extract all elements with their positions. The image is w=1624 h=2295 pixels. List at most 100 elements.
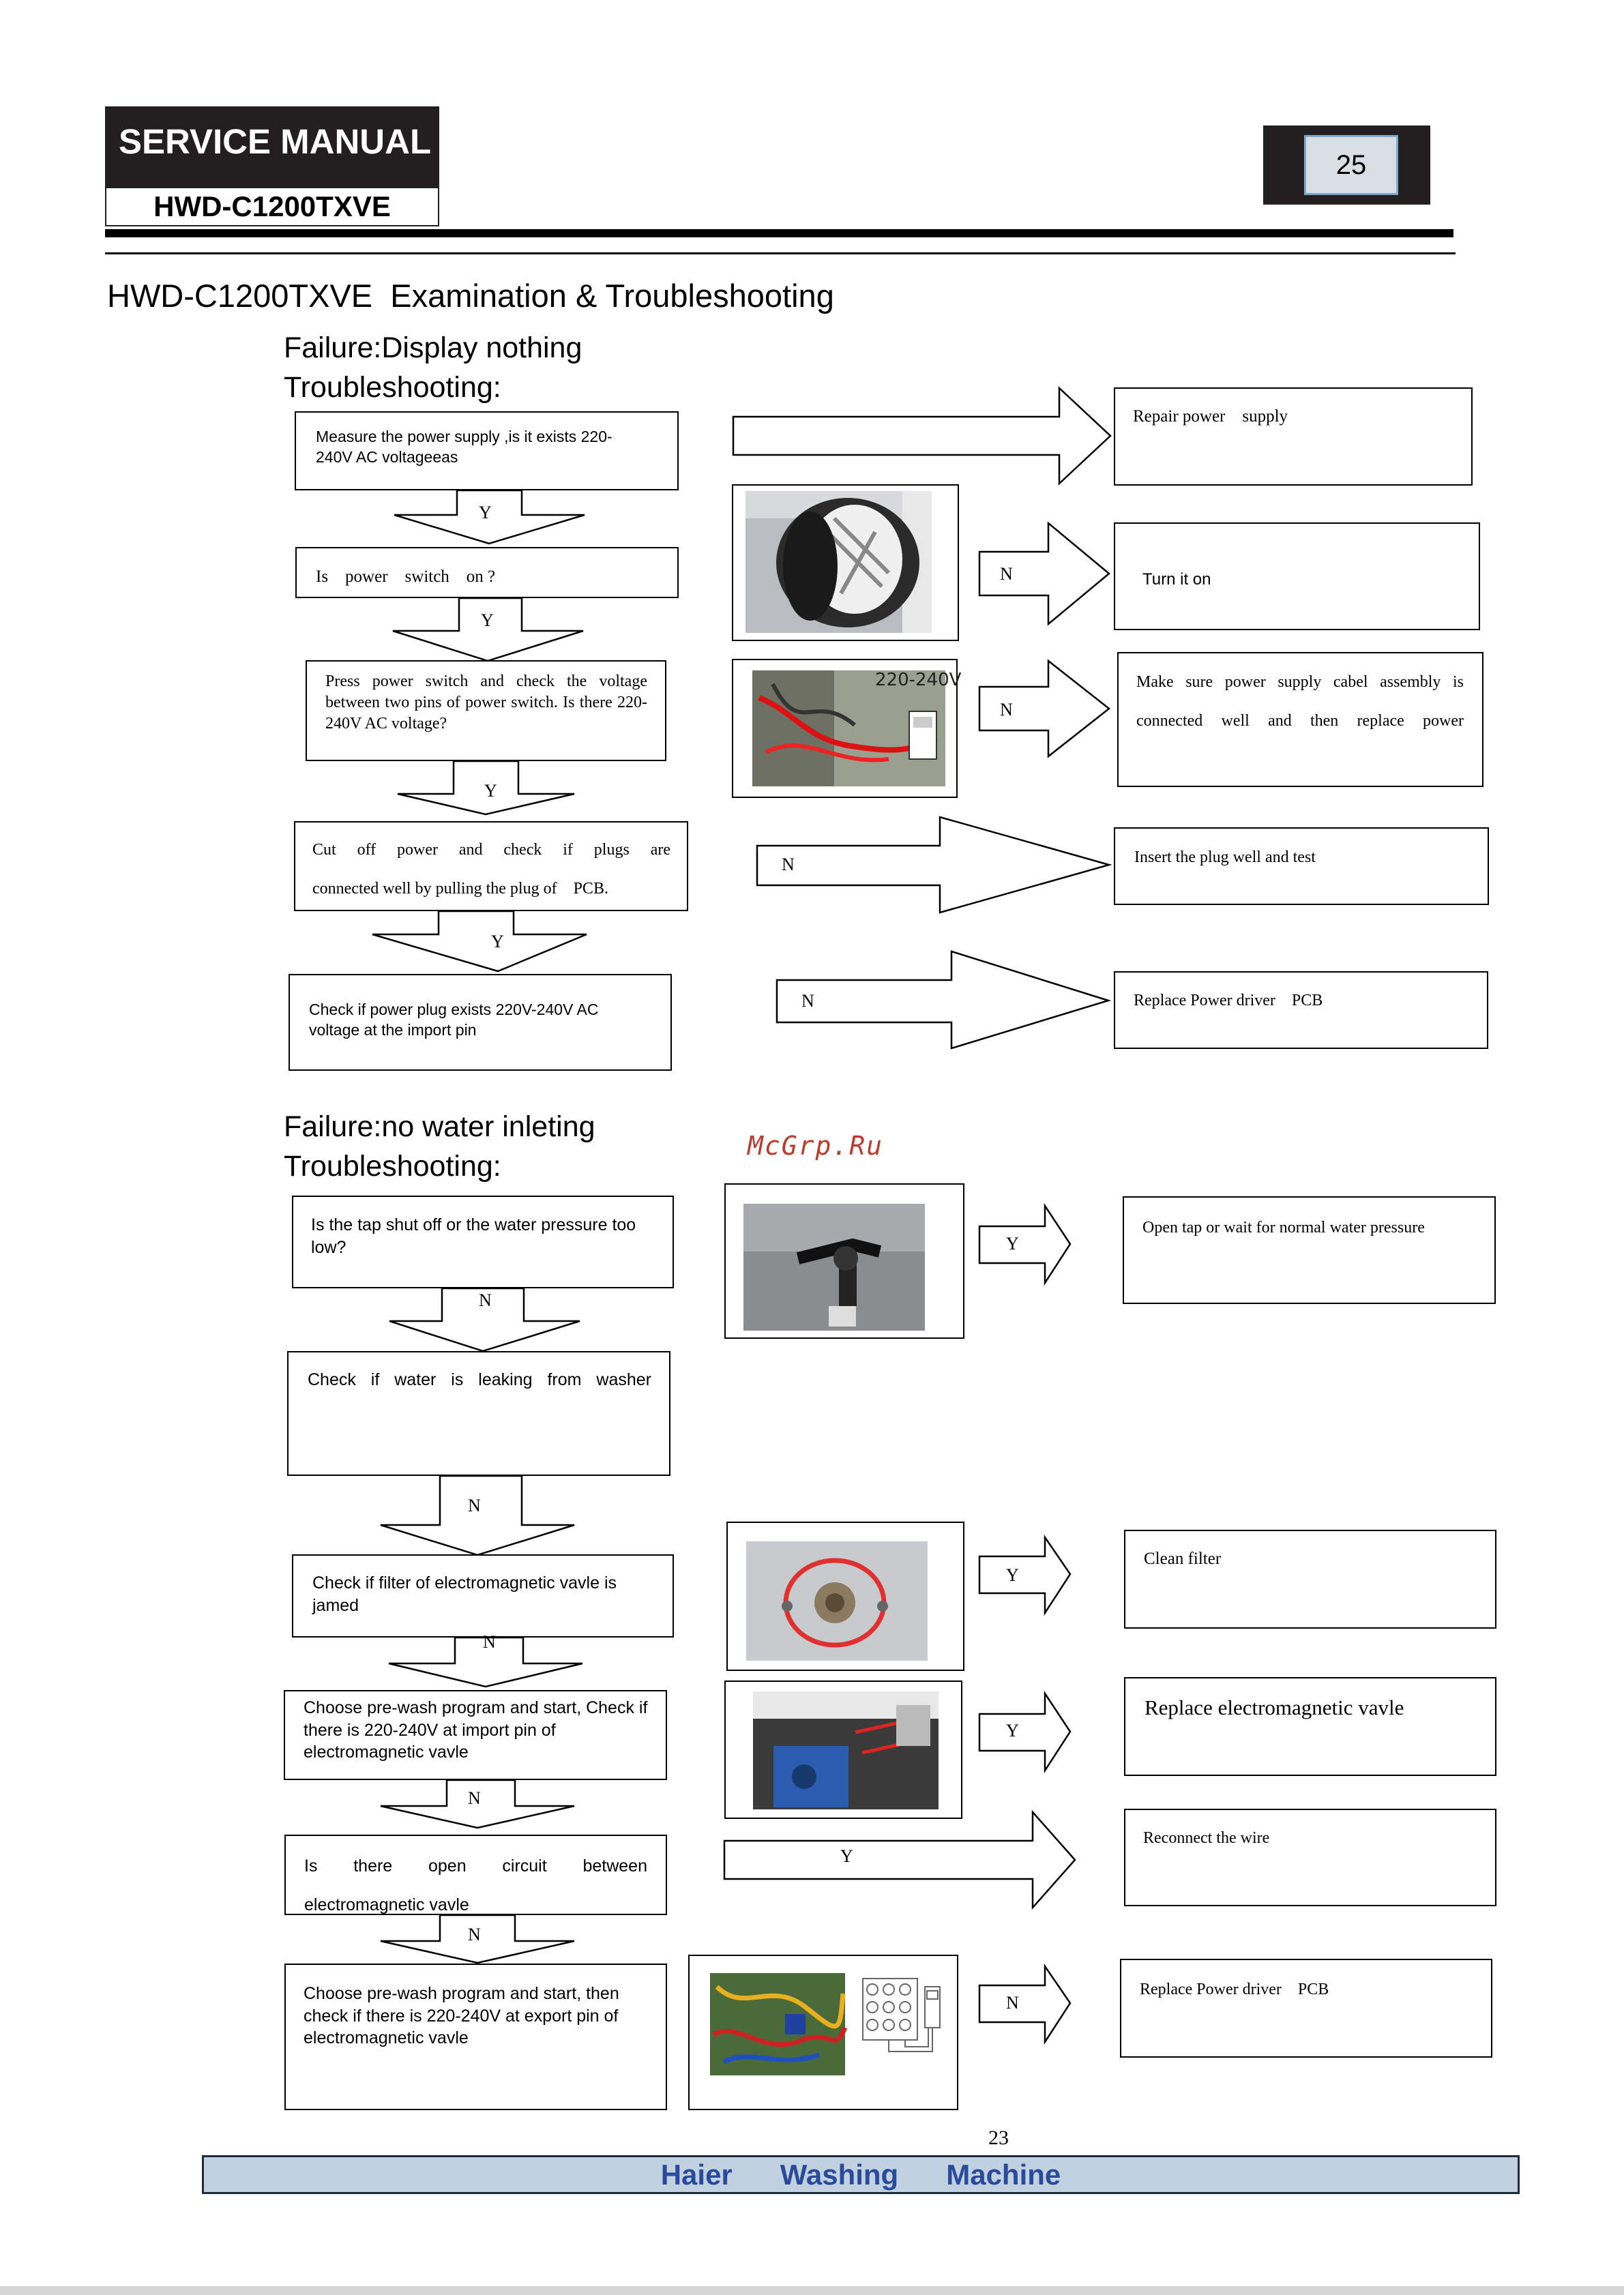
header-rule-thin [105, 252, 1456, 254]
water-yes-label-3: Y [1006, 1721, 1019, 1741]
down-arrow-y3 [397, 760, 575, 816]
water-step-text-2: Check if water is leaking from washer [308, 1370, 651, 1389]
water-no-label-1: N [479, 1290, 492, 1310]
step-box-5 [289, 974, 672, 1071]
troubleshooting-label-2: Troubleshooting: [284, 1150, 501, 1183]
no-label-2: N [1000, 700, 1013, 720]
manual-title: SERVICE MANUAL [119, 122, 432, 161]
water-yes-label-1: Y [1006, 1234, 1019, 1254]
valve-image [753, 1691, 939, 1809]
water-no-label-4: N [468, 1788, 481, 1808]
water-step-box-1 [292, 1196, 674, 1288]
water-right-arrow-n5 [978, 1963, 1072, 2045]
water-no-label-2: N [468, 1496, 481, 1515]
power-knob-image [745, 491, 932, 633]
pcb-image [710, 1973, 941, 2075]
water-right-arrow-y4 [723, 1809, 1076, 1910]
water-step-text-5b: electromagnetic vavle [304, 1895, 469, 1914]
step-box-1 [295, 411, 679, 490]
water-action-text-4: Reconnect the wire [1143, 1829, 1270, 1847]
water-yes-label-4: Y [840, 1846, 853, 1866]
right-arrow-n1 [978, 521, 1110, 626]
step-text-4b: connected well by pulling the plug of PC… [312, 880, 608, 898]
footer-brand: Haier Washing Machine [202, 2155, 1520, 2194]
page-badge: 25 [1304, 135, 1398, 195]
failure-title-2: Failure:no water inleting [284, 1110, 595, 1143]
water-step-box-4 [284, 1690, 667, 1780]
water-yes-label-2: Y [1006, 1565, 1019, 1585]
page-heading: HWD-C1200TXVE Examination & Troubleshoot… [107, 278, 834, 314]
bottom-edge-band [0, 2286, 1624, 2295]
water-action-text-2: Clean filter [1144, 1550, 1222, 1568]
water-step-text-3: Check if filter of electromagnetic vavle… [312, 1573, 617, 1615]
action-text-3b: connected well and then replace power [1136, 712, 1464, 730]
water-action-box-1 [1123, 1196, 1496, 1304]
step-text-3: Press power switch and check the voltage… [325, 672, 647, 733]
down-arrow-y2 [392, 597, 584, 662]
footer-page-number: 23 [988, 2127, 1009, 2149]
action-box-5 [1114, 971, 1488, 1049]
action-box-2 [1114, 522, 1480, 630]
footer-brand-word-2: Washing [780, 2158, 899, 2191]
right-arrow-n2 [978, 659, 1111, 758]
water-right-arrow-y2 [978, 1534, 1072, 1616]
yes-label-3: Y [484, 781, 497, 801]
action-box-1 [1114, 387, 1473, 486]
water-action-box-4 [1124, 1809, 1496, 1906]
water-action-text-3: Replace electromagnetic vavle [1145, 1696, 1404, 1719]
water-no-label-6: N [1006, 1993, 1019, 2013]
action-text-2: Turn it on [1142, 570, 1211, 589]
yes-label-1: Y [479, 503, 492, 522]
step-text-5: Check if power plug exists 220V-240V AC … [309, 1001, 599, 1039]
water-no-label-5: N [468, 1925, 481, 1944]
water-action-box-2 [1124, 1530, 1496, 1629]
no-label-4: N [801, 991, 814, 1011]
water-action-text-5: Replace Power driver PCB [1140, 1981, 1329, 1998]
right-arrow-n4 [776, 950, 1112, 1050]
water-down-arrow-n1 [389, 1287, 580, 1352]
no-label-1: N [1000, 564, 1013, 584]
model-label-box [105, 187, 439, 226]
yes-label-2: Y [481, 610, 494, 630]
step-box-2 [295, 547, 679, 598]
wiring-image: 220-240V [752, 670, 962, 786]
water-step-box-6 [284, 1964, 667, 2110]
water-step-box-2 [287, 1351, 670, 1476]
right-arrow-repair [732, 386, 1112, 486]
action-text-1: Repair power supply [1133, 407, 1288, 426]
water-step-box-3 [292, 1554, 674, 1638]
step-text-4a: Cut off power and check if plugs are [312, 841, 670, 859]
action-text-5: Replace Power driver PCB [1134, 992, 1323, 1009]
water-down-arrow-n5 [380, 1914, 575, 1964]
action-text-4: Insert the plug well and test [1134, 848, 1316, 866]
footer-brand-word-1: Haier [660, 2158, 733, 2191]
action-box-4 [1114, 827, 1489, 905]
water-right-arrow-y3 [978, 1690, 1072, 1774]
water-down-arrow-n3 [388, 1636, 583, 1688]
header-rule-thick [105, 229, 1453, 237]
water-right-arrow-y1 [978, 1202, 1072, 1286]
step-text-1: Measure the power supply ,is it exists 2… [316, 428, 612, 466]
failure-title-1: Failure:Display nothing [284, 331, 582, 364]
water-action-text-1: Open tap or wait for normal water pressu… [1142, 1219, 1425, 1237]
filter-image [746, 1541, 928, 1661]
step-box-4 [294, 821, 688, 911]
no-label-3: N [782, 855, 795, 874]
photo-voltage-label: 220-240V [875, 670, 962, 690]
action-box-3 [1117, 652, 1483, 787]
water-step-text-4: Choose pre-wash program and start, Check… [304, 1698, 648, 1762]
step-text-2: Is power switch on ? [316, 567, 496, 586]
tap-image [743, 1204, 925, 1331]
water-down-arrow-n4 [380, 1779, 575, 1829]
footer-bar [202, 2155, 1520, 2194]
water-no-label-3: N [483, 1632, 496, 1652]
watermark: McGrp.Ru [748, 1131, 884, 1161]
down-arrow-y4 [372, 910, 587, 973]
water-action-box-5 [1120, 1959, 1492, 2058]
model-label: HWD-C1200TXVE [153, 190, 391, 222]
water-down-arrow-n2 [380, 1475, 575, 1556]
manual-title-block [105, 106, 439, 187]
footer-brand-word-3: Machine [946, 2158, 1061, 2191]
right-arrow-n3 [756, 816, 1112, 914]
down-arrow-y1 [394, 489, 585, 545]
